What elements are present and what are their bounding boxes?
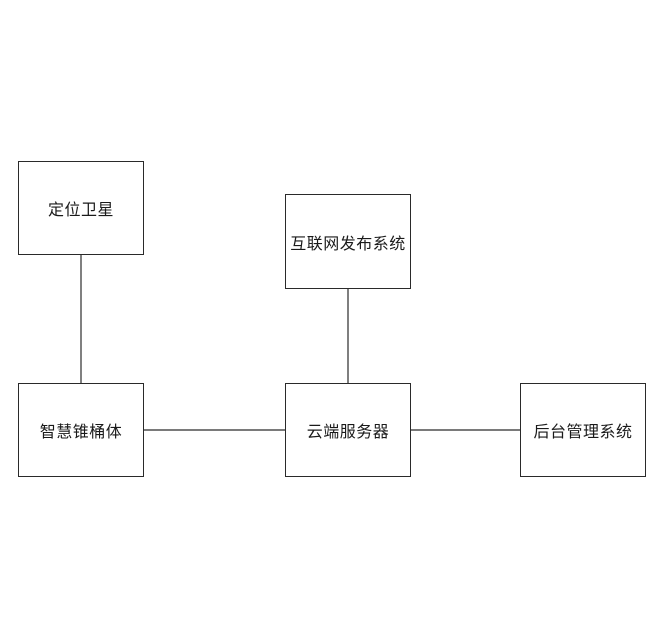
node-label: 智慧锥桶体: [39, 422, 123, 441]
node-internet-publishing-system: 互联网发布系统: [285, 194, 411, 289]
node-positioning-satellite: 定位卫星: [18, 161, 144, 255]
node-label: 云端服务器: [306, 422, 390, 441]
node-label: 后台管理系统: [533, 422, 633, 441]
node-cloud-server: 云端服务器: [285, 383, 411, 477]
node-backend-management-system: 后台管理系统: [520, 383, 646, 477]
node-label: 定位卫星: [47, 200, 114, 219]
node-label: 互联网发布系统: [290, 233, 406, 253]
node-smart-traffic-cone: 智慧锥桶体: [18, 383, 144, 477]
